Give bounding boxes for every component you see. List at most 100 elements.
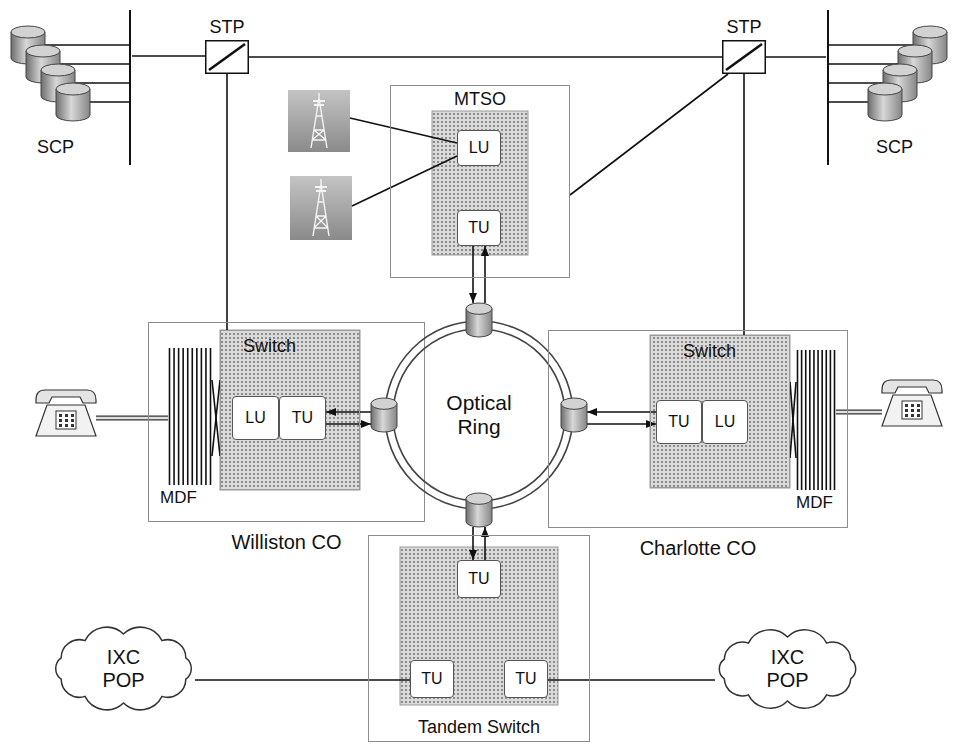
connector (548, 680, 715, 681)
phone-cord (96, 417, 168, 420)
line-unit: LU (702, 400, 748, 444)
trunk-unit: TU (457, 560, 501, 598)
mdf-bar (813, 350, 815, 490)
node-label: STP (726, 17, 761, 38)
cylinder-top (26, 45, 60, 57)
switch-fabric (220, 330, 360, 490)
label-holder: Switch (683, 341, 736, 362)
switch-fabric (400, 547, 558, 705)
node-label: Optical Ring (433, 391, 525, 439)
stp-outline (206, 41, 249, 74)
db-link (45, 44, 130, 46)
cylinder-top (56, 83, 90, 95)
node-label: LU (715, 413, 735, 431)
node-label: Tandem Switch (418, 717, 540, 738)
cylinder-top (371, 398, 397, 409)
phone-cord (836, 410, 882, 415)
node-label: TU (468, 570, 489, 588)
mdf-bar (834, 350, 836, 490)
db-link (828, 101, 868, 103)
keys (59, 414, 74, 427)
stp-diagonal (209, 44, 245, 70)
cylinder-top (898, 45, 932, 57)
connector (744, 74, 745, 335)
connector (790, 382, 796, 458)
db-link (60, 63, 130, 65)
mdf-bar (817, 350, 819, 490)
node-label: SCP (876, 137, 913, 158)
connector (227, 74, 228, 330)
label-holder: SCP (37, 137, 74, 158)
connector (249, 57, 722, 58)
bus-bar (827, 10, 829, 165)
connector (473, 246, 485, 303)
stp-shape (205, 40, 249, 74)
scp-database: SCP (5, 10, 132, 165)
scp-drawing (11, 10, 130, 165)
node-label: Switch (243, 336, 296, 357)
connector-line (587, 411, 656, 413)
connector-line (132, 55, 205, 57)
mdf-bar (169, 348, 171, 485)
mdf-bar (173, 348, 175, 485)
connector-line (570, 74, 728, 195)
phone-cord (836, 411, 882, 414)
mdf-bar (805, 350, 807, 490)
db-link (828, 82, 883, 84)
node-label: Williston CO (231, 531, 341, 554)
cloud-outline (719, 630, 855, 708)
node-label: STP (209, 17, 244, 38)
stp-diagonal (726, 44, 762, 70)
label-holder: Tandem Switch (418, 717, 540, 738)
stp-outline (723, 41, 766, 74)
connector (766, 57, 826, 58)
mdf-bar (797, 350, 799, 490)
mdf-drawing (798, 350, 835, 490)
phone-body (36, 405, 96, 436)
connector-line (472, 246, 474, 303)
ring-fiber (393, 329, 565, 501)
ring-drawing (371, 303, 587, 527)
connector-group (132, 56, 826, 680)
node-label: LU (469, 139, 489, 157)
node-label: LU (245, 409, 265, 427)
stp-box: STP (205, 40, 249, 74)
trunk-unit: TU (457, 210, 501, 246)
telephone-icon (882, 380, 942, 426)
node-label: IXC POP (93, 646, 155, 692)
mdf-shape (796, 350, 836, 490)
label-holder: MTSO (454, 89, 506, 110)
phone-cord (96, 416, 168, 421)
tower-antenna (313, 101, 325, 105)
mdf-bar (801, 350, 803, 490)
mdf-frame: MDF (168, 348, 212, 485)
connector (132, 56, 205, 57)
node-label: Charlotte CO (640, 537, 757, 560)
node-label: MDF (796, 493, 833, 513)
mdf-bar (825, 350, 827, 490)
bus-bar (129, 10, 131, 165)
cloud-outline (56, 627, 192, 710)
label-holder: STP (726, 17, 761, 38)
connector (587, 412, 656, 424)
cylinder-top (868, 83, 902, 95)
tower-antenna (315, 187, 327, 191)
connector-line (212, 380, 220, 456)
tower-lattice (313, 179, 329, 236)
cylinder-top (561, 398, 587, 409)
db-link (75, 82, 130, 84)
connector-line (226, 74, 228, 330)
mdf-drawing (170, 348, 211, 485)
node-label: MTSO (454, 89, 506, 110)
line-unit: LU (457, 130, 501, 166)
mdf-bar (201, 348, 203, 485)
switch-fabric (650, 335, 790, 488)
node-label: TU (292, 409, 313, 427)
stp-drawing (723, 41, 766, 74)
label-holder: MDF (160, 488, 197, 508)
connector-line (790, 382, 796, 458)
connector-line (326, 411, 371, 413)
cylinder-top (466, 493, 492, 504)
connector-line (790, 382, 796, 458)
